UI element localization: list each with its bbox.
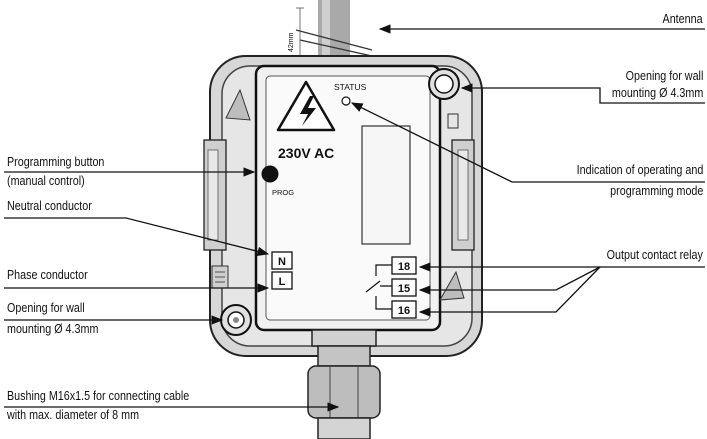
terminal-18-text: 18 (398, 261, 410, 273)
label-indication-2: programming mode (609, 184, 703, 198)
leader-indication (350, 102, 705, 183)
label-programming-button-1: Programming button (7, 155, 105, 169)
label-output-relay: Output contact relay (606, 248, 703, 262)
relay-symbol (365, 264, 392, 310)
label-antenna: Antenna (662, 12, 703, 26)
leader-lines (4, 24, 705, 412)
programming-button (261, 165, 279, 183)
mounting-hole-top-right (428, 68, 460, 100)
voltage-text: 230V AC (278, 145, 334, 161)
leader-output-relay-16 (418, 266, 601, 317)
terminal-l-text: L (279, 276, 286, 288)
label-phase-conductor: Phase conductor (7, 268, 88, 282)
terminal-block-relay: 18 15 16 (365, 256, 417, 319)
label-neutral-conductor: Neutral conductor (7, 199, 92, 213)
status-text: STATUS (334, 82, 367, 92)
label-bushing-2: with max. diameter of 8 mm (7, 408, 140, 422)
inner-panel (361, 125, 411, 245)
terminal-block-nl: N L (271, 251, 293, 290)
leader-opening-wall-right (460, 83, 705, 104)
dimension-marker: 42mm (288, 7, 304, 59)
mounting-hole-bottom-left (220, 304, 252, 336)
label-programming-button-2: (manual control) (7, 174, 85, 188)
terminal-n-text: N (278, 256, 286, 268)
leader-output-relay-15 (418, 266, 601, 295)
label-opening-wall-right-2: mounting Ø 4.3mm (611, 86, 703, 100)
cable-gland (307, 329, 381, 439)
label-indication-1: Indication of operating and (576, 163, 703, 177)
warning-triangle-icon (276, 80, 336, 132)
status-led (341, 96, 351, 106)
label-opening-wall-right-1: Opening for wall (625, 69, 703, 83)
label-opening-wall-left-1: Opening for wall (7, 301, 85, 315)
prog-text: PROG (272, 188, 294, 197)
label-opening-wall-left-2: mounting Ø 4.3mm (7, 322, 99, 336)
leader-neutral (4, 217, 270, 256)
terminal-16-text: 16 (398, 305, 410, 317)
label-bushing-1: Bushing M16x1.5 for connecting cable (7, 389, 190, 403)
terminal-15-text: 15 (398, 283, 410, 295)
dimension-label: 42mm (288, 32, 295, 52)
